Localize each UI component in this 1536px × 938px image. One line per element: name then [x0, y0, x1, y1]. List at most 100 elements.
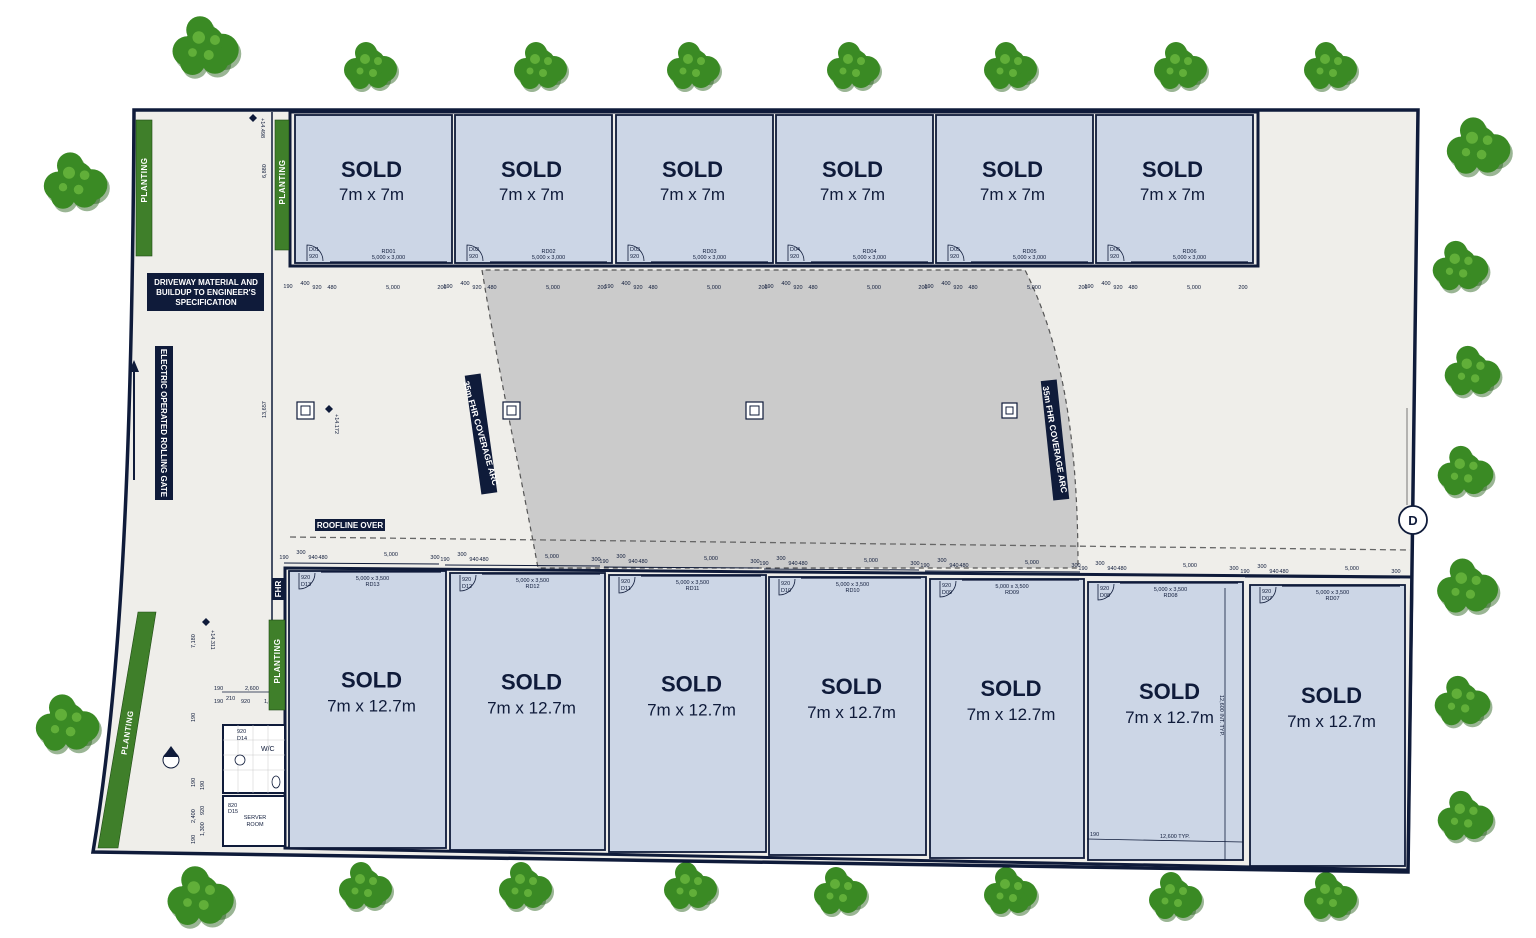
dimension-text: 5,000: [545, 554, 559, 560]
unit-outline: [1095, 114, 1254, 264]
dimension-text: 400: [300, 281, 309, 287]
driveway-line2: BUILDUP TO ENGINEER'S: [156, 288, 257, 297]
dim-1300: 1,300: [200, 822, 206, 836]
dimension-text: 190: [1084, 284, 1093, 290]
door-swing-icon: [466, 244, 484, 262]
dimension-text: 300: [1095, 561, 1104, 567]
unit-status: SOLD: [1139, 679, 1200, 704]
dimension-text: 300: [1257, 564, 1266, 570]
roller-code: RD11: [686, 586, 700, 592]
dimension-text: 200: [1238, 285, 1247, 291]
door-code: D03: [630, 247, 640, 253]
server-line2: ROOM: [246, 822, 264, 828]
coverage-area: [481, 269, 1079, 569]
door-code: D12: [462, 584, 472, 590]
dimension-text: 300: [616, 554, 625, 560]
dimension-text: 190: [604, 284, 613, 290]
door-width: 920: [462, 577, 471, 583]
door-swing-icon: [778, 578, 796, 596]
dimension-text: 190: [759, 561, 768, 567]
roofline-line: [289, 536, 1411, 551]
column-marker: [506, 405, 517, 416]
door-width: 920: [309, 254, 318, 260]
tree-icon: [1304, 872, 1359, 922]
door-width: 920: [942, 583, 951, 589]
dimension-text: 5,000: [1025, 560, 1039, 566]
unit-outline: [288, 570, 447, 849]
column-marker: [1005, 406, 1014, 415]
dimension-text: 480: [479, 557, 488, 563]
dimension-text: 480: [638, 559, 647, 565]
dim-12600: 12,600 TYP.: [1160, 834, 1190, 840]
coverage-label-box: [1040, 379, 1070, 501]
door-width: 920: [630, 254, 639, 260]
roller-size: 5,000 x 3,000: [532, 255, 565, 261]
unit-outline: [935, 114, 1094, 264]
wc-tiles: [223, 725, 285, 793]
dimension-text: 5,000: [1027, 285, 1041, 291]
roller-size: 5,000 x 3,500: [516, 578, 549, 584]
column-marker: [300, 405, 311, 416]
door-swing-icon: [947, 244, 965, 262]
gate-label: ELECTRIC OPERATED ROLLING GATE: [129, 346, 173, 500]
dimension-text: 200: [437, 285, 446, 291]
dim-190-typ: 190: [1090, 832, 1099, 838]
door-width: 920: [1110, 254, 1119, 260]
unit-outline: [775, 114, 934, 264]
door-code: D01: [309, 247, 319, 253]
unit-outline: [1249, 584, 1406, 867]
dimension-text: 940: [1107, 566, 1116, 572]
dimension-text: 480: [487, 285, 496, 291]
unit-outline: [294, 114, 453, 264]
tree-icon: [1304, 42, 1359, 92]
level-3: +14.311: [209, 630, 215, 650]
column-marker: [502, 401, 521, 420]
roller-size: 5,000 x 3,000: [693, 255, 726, 261]
door-swing-icon: [939, 580, 957, 598]
tree-icon: [814, 867, 869, 917]
planting-label: PLANTING: [140, 158, 149, 203]
column-marker: [749, 405, 760, 416]
unit-outline: [929, 578, 1085, 859]
dimension-text: 190: [764, 284, 773, 290]
gate-label-box: [155, 346, 173, 500]
door-code: D13: [301, 582, 311, 588]
dim-190-h1: 190: [214, 686, 223, 692]
planting-strip: [268, 619, 286, 711]
dim-920-h: 920: [241, 699, 250, 705]
tree-icon: [1444, 345, 1503, 399]
dimension-text: 480: [1128, 285, 1137, 291]
unit-size: 7m x 12.7m: [967, 705, 1056, 724]
tree-icon: [1432, 240, 1491, 294]
coverage-label-box: [464, 373, 498, 495]
dimension-text: 940: [1269, 569, 1278, 575]
roofline-text: ROOFLINE OVER: [317, 521, 383, 530]
dimension-text: 480: [318, 555, 327, 561]
dimension-text: 940: [469, 557, 478, 563]
roller-code: RD06: [1182, 249, 1196, 255]
dimension-text: 300: [591, 557, 600, 563]
dimension-text: 200: [597, 285, 606, 291]
dimension-text: 940: [949, 563, 958, 569]
dim-190-v3: 190: [191, 835, 197, 844]
amenities: 920 D14 W/C 820 D15 SERVER ROOM: [222, 724, 286, 847]
gate-arrow-icon: [129, 360, 139, 372]
unit-outline: [449, 572, 606, 851]
dimension-text: 480: [959, 563, 968, 569]
